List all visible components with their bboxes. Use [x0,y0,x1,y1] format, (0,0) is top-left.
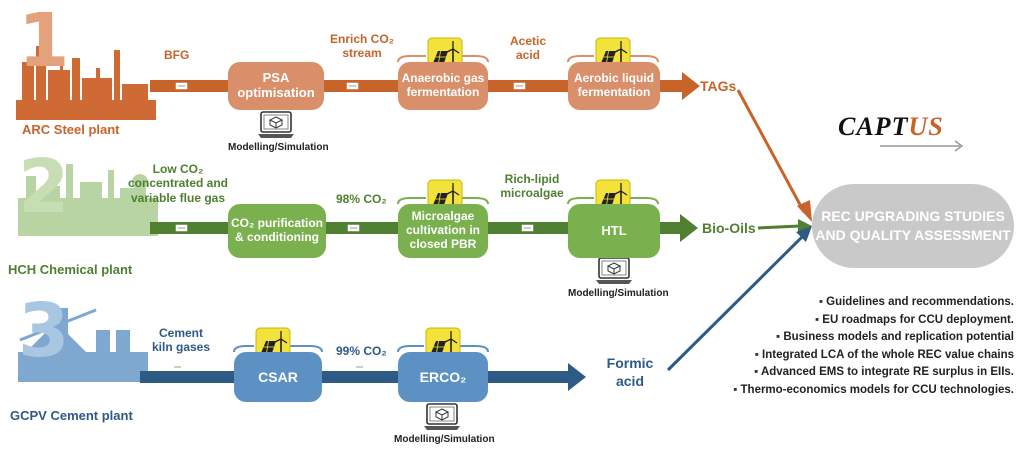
captus-logo: CAPTUS [838,112,944,142]
stream-label-98-co2: 98% CO₂ [336,192,387,206]
process-box-psa: PSA optimisation [228,62,324,110]
outputs-list: Guidelines and recommendations. EU roadm… [733,294,1014,400]
plant-name-steel: ARC Steel plant [22,122,120,137]
process-box-erco2: ERCO₂ [398,352,488,402]
plant-name-chemical: HCH Chemical plant [8,262,133,277]
plant-number-1: 1 [18,0,70,84]
product-bio-oils: Bio-Oils [702,220,756,236]
logo-part-capt: CAPT [838,112,909,141]
process-box-htl: HTL [568,204,660,258]
stream-label-bfg: BFG [164,48,190,62]
product-formic-acid: Formic acid [606,355,654,390]
stream-label-flue-gas: Low CO₂ concentrated and variable flue g… [127,162,229,205]
captus-logo-arrow [880,140,964,152]
plant-name-cement: GCPV Cement plant [10,408,133,423]
logo-part-us: US [908,112,944,141]
modelling-label-row1: Modelling/Simulation [228,142,329,153]
process-box-microalgae: Microalgae cultivation in closed PBR [398,204,488,258]
plant-number-3: 3 [18,288,70,374]
stream-label-enrich-co2: Enrich CO₂ stream [329,32,394,61]
output-item: Business models and replication potentia… [733,329,1014,347]
chemical-plant-silhouette [18,164,158,236]
output-item: EU roadmaps for CCU deployment. [733,312,1014,330]
stream-label-rich-lipid: Rich-lipid microalgae [500,172,564,201]
modelling-label-row3: Modelling/Simulation [394,434,495,445]
modelling-label-row2: Modelling/Simulation [568,288,669,299]
rec-upgrading-box: REC UPGRADING STUDIES AND QUALITY ASSESS… [812,184,1014,268]
stream-label-kiln-gases: Cement kiln gases [151,326,211,355]
stream-label-acetic-acid: Acetic acid [509,34,547,63]
output-item: Guidelines and recommendations. [733,294,1014,312]
process-box-co2-purification: CO₂ purification & conditioning [228,204,326,258]
output-item: Integrated LCA of the whole REC value ch… [733,347,1014,365]
process-box-anaerobic: Anaerobic gas fermentation [398,62,488,110]
plant-number-2: 2 [18,144,70,230]
process-box-aerobic: Aerobic liquid fermentation [568,62,660,110]
output-item: Thermo-economics models for CCU technolo… [733,382,1014,400]
stream-label-99-co2: 99% CO₂ [336,344,387,358]
product-tags: TAGs [700,78,737,94]
steel-plant-silhouette [16,46,156,120]
output-item: Advanced EMS to integrate RE surplus in … [733,364,1014,382]
cement-plant-silhouette [18,308,148,382]
process-box-csar: CSAR [234,352,322,402]
